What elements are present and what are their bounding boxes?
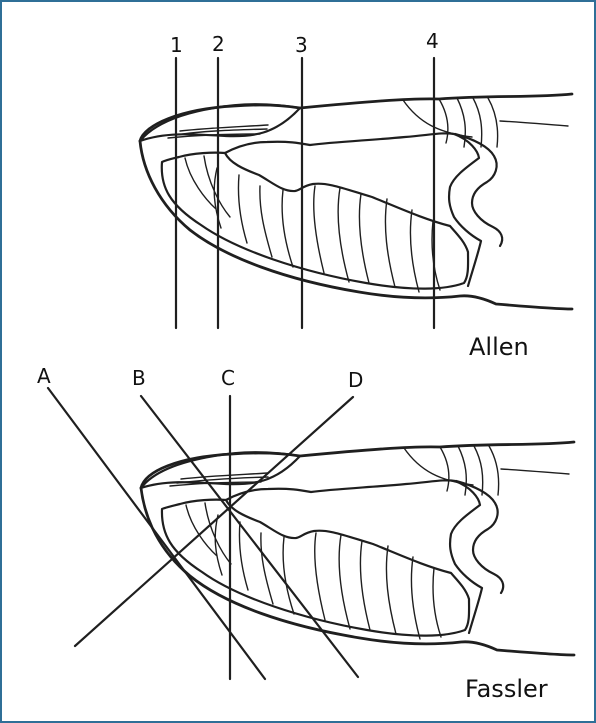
fassler-line-b [141,396,358,677]
allen-panel-label: Allen [469,333,529,361]
top-nail-underside [140,141,572,309]
bottom-joint-outline [456,481,503,593]
allen-label-3: 3 [295,33,308,57]
bottom-nail-underside [141,488,574,655]
allen-label-4: 4 [426,29,439,53]
top-fingertip-drawing [140,94,572,309]
fassler-line-d [75,397,353,646]
bottom-skin-creases [404,446,569,495]
bottom-panel: A B C D Fassler [37,364,574,703]
bottom-fassler-zone-lines [48,388,358,679]
fassler-label-d: D [348,368,363,392]
top-panel: 1 2 3 4 Allen [140,29,572,361]
fassler-panel-label: Fassler [465,675,548,703]
top-line-labels: 1 2 3 4 [170,29,439,57]
top-joint-outline [455,134,502,246]
top-nail-plate [140,104,300,141]
fassler-label-a: A [37,364,51,388]
fassler-label-b: B [132,366,146,390]
fassler-label-c: C [221,366,235,390]
allen-label-2: 2 [212,32,225,56]
bottom-fingertip-drawing [141,442,574,655]
top-skin-creases [403,98,568,147]
allen-label-1: 1 [170,33,183,57]
top-middle-phalanx [225,133,481,286]
bottom-line-labels: A B C D [37,364,363,392]
fassler-line-a [48,388,265,679]
